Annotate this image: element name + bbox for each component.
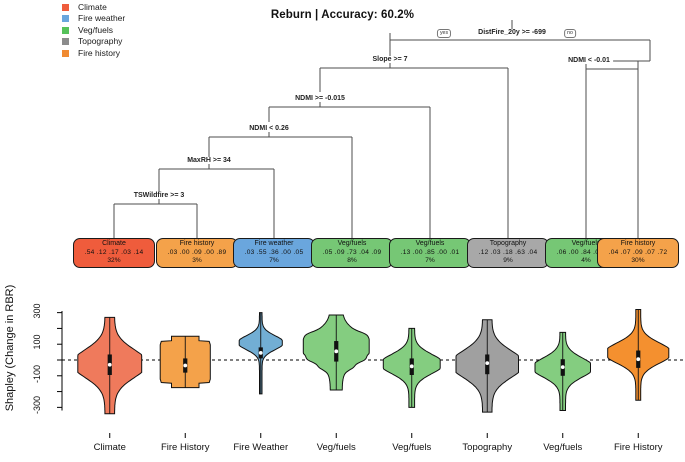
x-axis-tick-label: Fire Weather: [233, 442, 289, 453]
x-axis-tick-label: Veg/fuels: [316, 442, 356, 453]
leaf-probabilities: .03 .55 .36 .00 .05: [244, 248, 304, 256]
leaf-percent: 30%: [631, 257, 645, 264]
violin-median-dot: [636, 357, 641, 362]
violin-median-dot: [334, 349, 339, 354]
leaf-percent: 8%: [347, 257, 357, 264]
legend-swatch-icon: [62, 49, 69, 57]
leaf-class-label: Fire weather: [254, 240, 294, 247]
y-axis-tick-label: -300: [32, 396, 42, 415]
violin-plot-panel: -300 -100 100 300 Climate Fire History Fire W…: [0, 285, 685, 462]
leaf-class-label: Climate: [102, 240, 126, 247]
leaf-probabilities: .13 .00 .85 .00 .01: [400, 248, 460, 256]
tree-split-label-tswildfire: TSWildfire >= 3: [130, 192, 188, 199]
leaf-class-label: Veg/fuels: [337, 240, 367, 247]
x-axis-tick-label: Veg/fuels: [392, 442, 432, 453]
violin-median-dot: [409, 364, 414, 369]
tree-split-label-ndmi_lt_001: NDMI < -0.01: [565, 57, 613, 64]
leaf-percent: 32%: [107, 257, 121, 264]
tree-split-label-ndmi_gte: NDMI >= -0.015: [292, 95, 348, 102]
x-axis-tick-label: Topography: [462, 442, 513, 453]
violin-plot-svg: [57, 309, 684, 438]
violin-median-dot: [107, 362, 112, 367]
violin-median-dot: [560, 365, 565, 370]
tree-branch-label-no: no: [564, 29, 576, 38]
legend-item-climate: Climate: [62, 2, 125, 12]
violin-median-dot: [183, 363, 188, 368]
legend-swatch-icon: [62, 3, 69, 11]
leaf-percent: 3%: [192, 257, 202, 264]
legend-item-veg-fuels: Veg/fuels: [62, 25, 125, 35]
tree-branch-label-yes: yes: [436, 29, 452, 38]
x-axis-tick-label: Climate: [93, 442, 126, 453]
leaf-percent: 7%: [269, 257, 279, 264]
legend-item-label: Fire weather: [78, 13, 126, 23]
violin-median-dot: [485, 361, 490, 366]
legend-item-label: Veg/fuels: [78, 24, 113, 35]
x-axis-tick-label: Fire History: [613, 442, 663, 453]
legend-swatch-icon: [62, 26, 69, 34]
leaf-probabilities: .06 .00 .84 .08 .02: [556, 248, 616, 256]
leaf-probabilities: .05 .09 .73 .04 .09: [322, 248, 382, 256]
legend-item-fire-history: Fire history: [62, 48, 125, 58]
y-axis-tick-label: 300: [32, 303, 42, 319]
legend-item-label: Topography: [78, 36, 123, 46]
leaf-percent: 9%: [503, 257, 513, 264]
legend-item-topography: Topography: [62, 37, 125, 47]
leaf-class-label: Fire history: [620, 240, 656, 247]
y-axis-tick-label: 100: [32, 334, 42, 350]
legend-swatch-icon: [62, 38, 69, 45]
violin-median-dot: [258, 350, 263, 355]
legend-item-fire-weather: Fire weather: [62, 14, 125, 24]
leaf-probabilities: .03 .00 .09 .00 .89: [167, 248, 227, 256]
x-axis-tick-label: Veg/fuels: [543, 442, 583, 453]
tree-split-label-maxrh: MaxRH >= 34: [184, 157, 234, 164]
tree-split-label-ndmi_lt_026: NDMI < 0.26: [246, 125, 292, 132]
leaf-class-label: Topography: [489, 240, 527, 247]
leaf-probabilities: .54 .12 .17 .03 .14: [84, 248, 144, 256]
leaf-percent: 7%: [425, 257, 435, 264]
leaf-class-label: Fire history: [179, 240, 215, 247]
leaf-probabilities: .04 .07 .09 .07 .72: [608, 248, 668, 256]
leaf-percent: 4%: [581, 257, 591, 264]
tree-split-label-root: DistFire_20y >= -699: [475, 29, 549, 36]
leaf-probabilities: .12 .03 .18 .63 .04: [478, 248, 538, 256]
tree-split-label-slope: Slope >= 7: [369, 56, 411, 63]
leaf-class-label: Veg/fuels: [571, 240, 601, 247]
x-axis-tick-label: Fire History: [160, 442, 210, 453]
y-axis-tick-label: -100: [32, 364, 42, 383]
figure-title: Reburn | Accuracy: 60.2%: [270, 9, 415, 21]
leaf-class-label: Veg/fuels: [415, 240, 445, 247]
legend-item-label: Climate: [78, 1, 107, 12]
legend-item-label: Fire history: [78, 47, 121, 58]
legend-swatch-icon: [62, 15, 69, 22]
